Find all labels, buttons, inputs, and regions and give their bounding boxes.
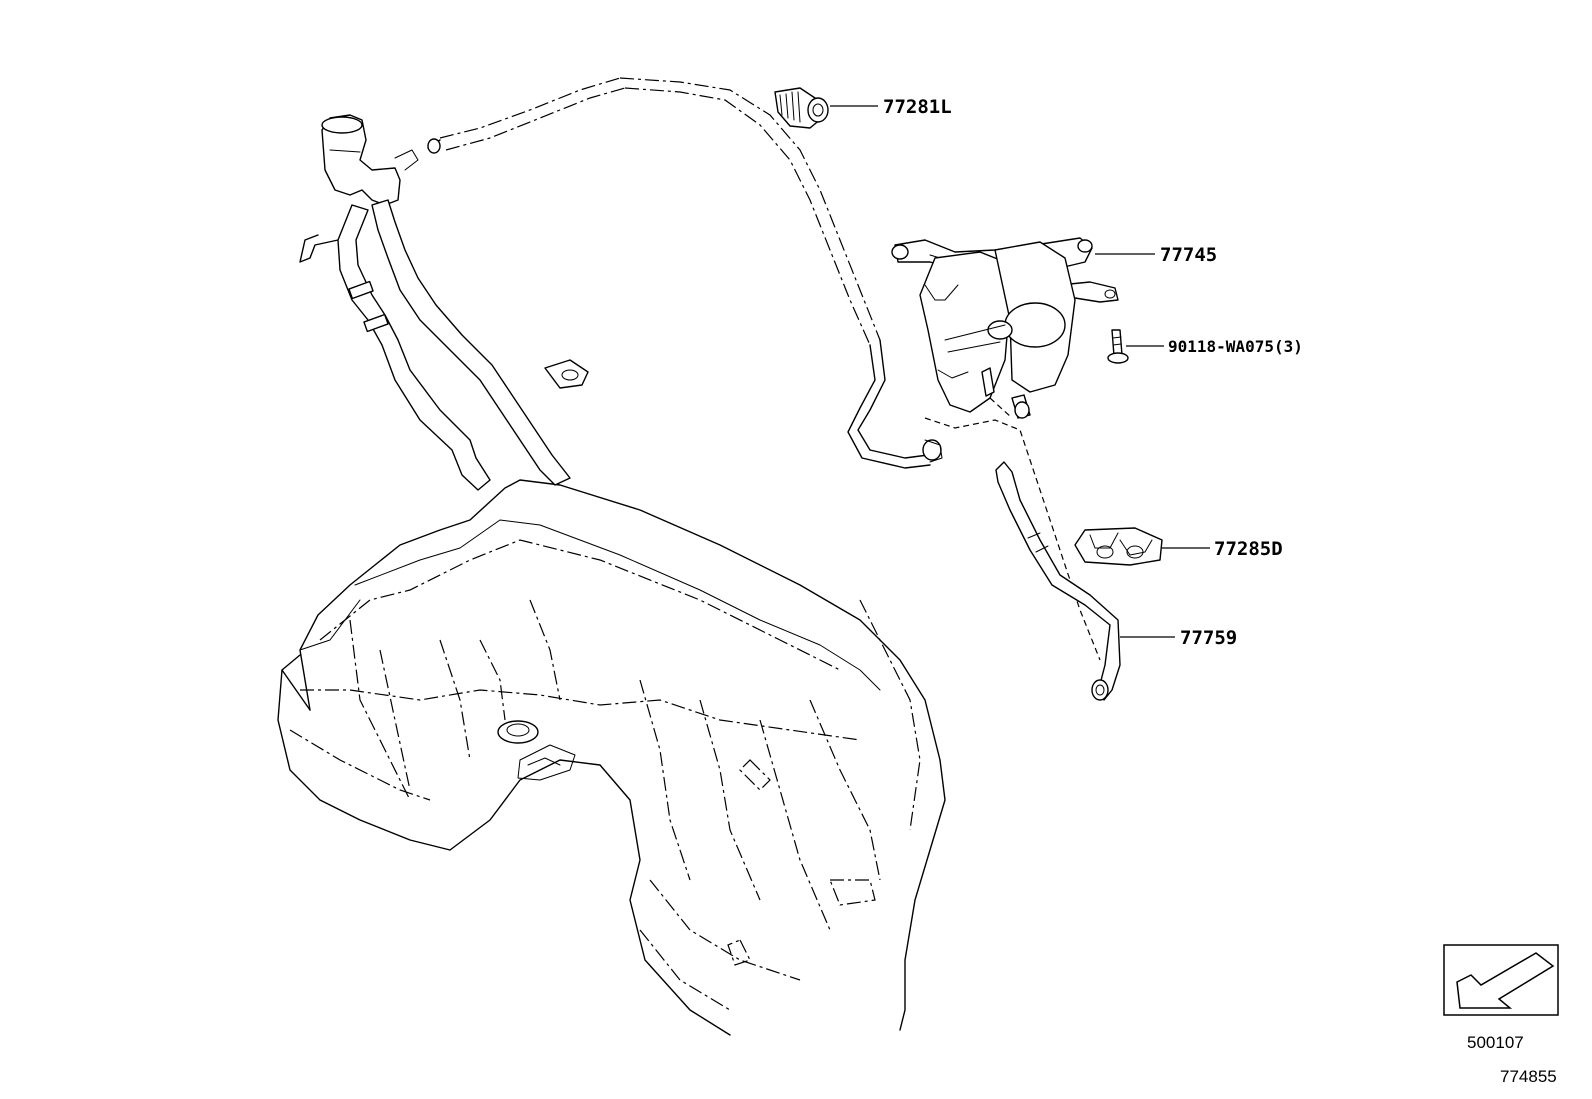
clamp-77281L [774, 87, 878, 129]
connection-line [989, 397, 1013, 419]
vent-line [427, 77, 943, 469]
hose-77759 [995, 461, 1175, 701]
connection-line [924, 417, 1101, 661]
clamp-77285D [1074, 527, 1210, 566]
bolt-90118 [1107, 329, 1164, 364]
view-code: 500107 [1467, 1033, 1524, 1052]
callout-90118-WA075: 90118-WA075(3) [1168, 337, 1303, 356]
fuel-tank [277, 479, 946, 1036]
charcoal-canister [891, 237, 1119, 419]
callout-77285D: 77285D [1214, 538, 1283, 560]
callout-77745: 77745 [1160, 244, 1217, 266]
view-indicator-box [1443, 944, 1559, 1016]
filler-neck [299, 114, 589, 491]
callout-77281L: 77281L [883, 96, 952, 118]
front-direction-arrow-icon [1456, 952, 1555, 1009]
illustration-number: 774855 [1500, 1067, 1557, 1086]
callout-77759: 77759 [1180, 627, 1237, 649]
